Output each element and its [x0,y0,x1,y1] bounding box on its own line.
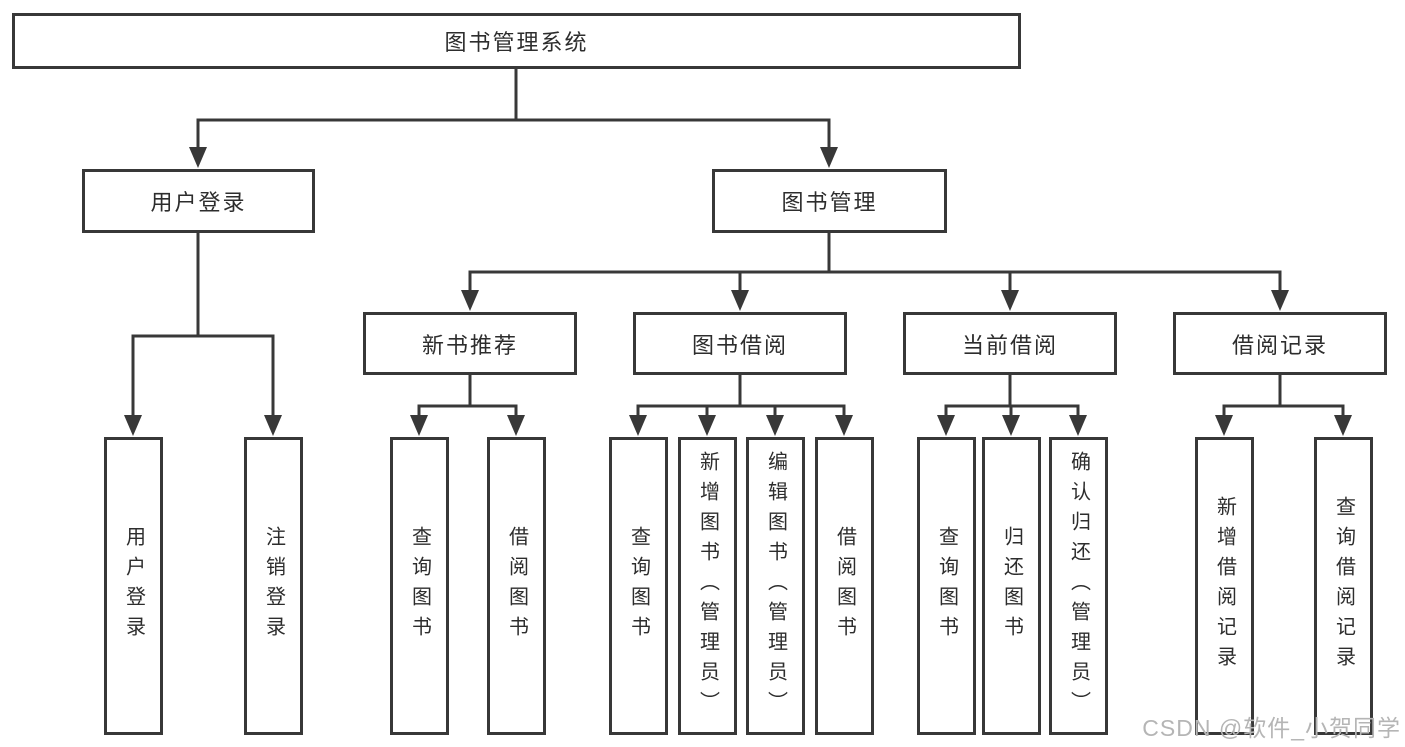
leaf-current-return-books-label: 归还图书 [1000,526,1023,646]
leaf-logout: 注销登录 [244,437,303,735]
leaf-recommend-query-books: 查询图书 [390,437,449,735]
leaf-user-login: 用户登录 [104,437,163,735]
arrowheads [124,147,1352,436]
leaf-recommend-borrow-books: 借阅图书 [487,437,546,735]
leaf-user-login-label: 用户登录 [122,526,145,646]
leaf-recommend-borrow-books-label: 借阅图书 [505,526,528,646]
leaf-records-add-record: 新增借阅记录 [1195,437,1254,735]
node-book-management: 图书管理 [712,169,947,233]
node-root: 图书管理系统 [12,13,1021,69]
leaf-logout-label: 注销登录 [262,526,285,646]
node-borrow-records: 借阅记录 [1173,312,1387,375]
leaf-borrow-borrow-books-label: 借阅图书 [833,526,856,646]
leaf-current-query-books-label: 查询图书 [935,526,958,646]
node-new-book-recommend: 新书推荐 [363,312,577,375]
leaf-records-add-record-label: 新增借阅记录 [1213,496,1236,676]
leaf-borrow-borrow-books: 借阅图书 [815,437,874,735]
leaf-records-query-record-label: 查询借阅记录 [1332,496,1355,676]
leaf-borrow-edit-books-admin-label: 编辑图书（管理员） [764,451,787,721]
leaf-recommend-query-books-label: 查询图书 [408,526,431,646]
node-user-login: 用户登录 [82,169,315,233]
leaf-borrow-query-books: 查询图书 [609,437,668,735]
csdn-watermark: CSDN @软件_小贺同学 [1142,715,1401,741]
leaf-current-query-books: 查询图书 [917,437,976,735]
node-current-borrow: 当前借阅 [903,312,1117,375]
leaf-borrow-add-books-admin: 新增图书（管理员） [678,437,737,735]
leaf-current-return-books: 归还图书 [982,437,1041,735]
leaf-current-confirm-return-admin: 确认归还（管理员） [1049,437,1108,735]
leaf-borrow-edit-books-admin: 编辑图书（管理员） [746,437,805,735]
leaf-borrow-query-books-label: 查询图书 [627,526,650,646]
leaf-records-query-record: 查询借阅记录 [1314,437,1373,735]
node-book-borrow: 图书借阅 [633,312,847,375]
leaf-borrow-add-books-admin-label: 新增图书（管理员） [696,451,719,721]
leaf-current-confirm-return-admin-label: 确认归还（管理员） [1067,451,1090,721]
